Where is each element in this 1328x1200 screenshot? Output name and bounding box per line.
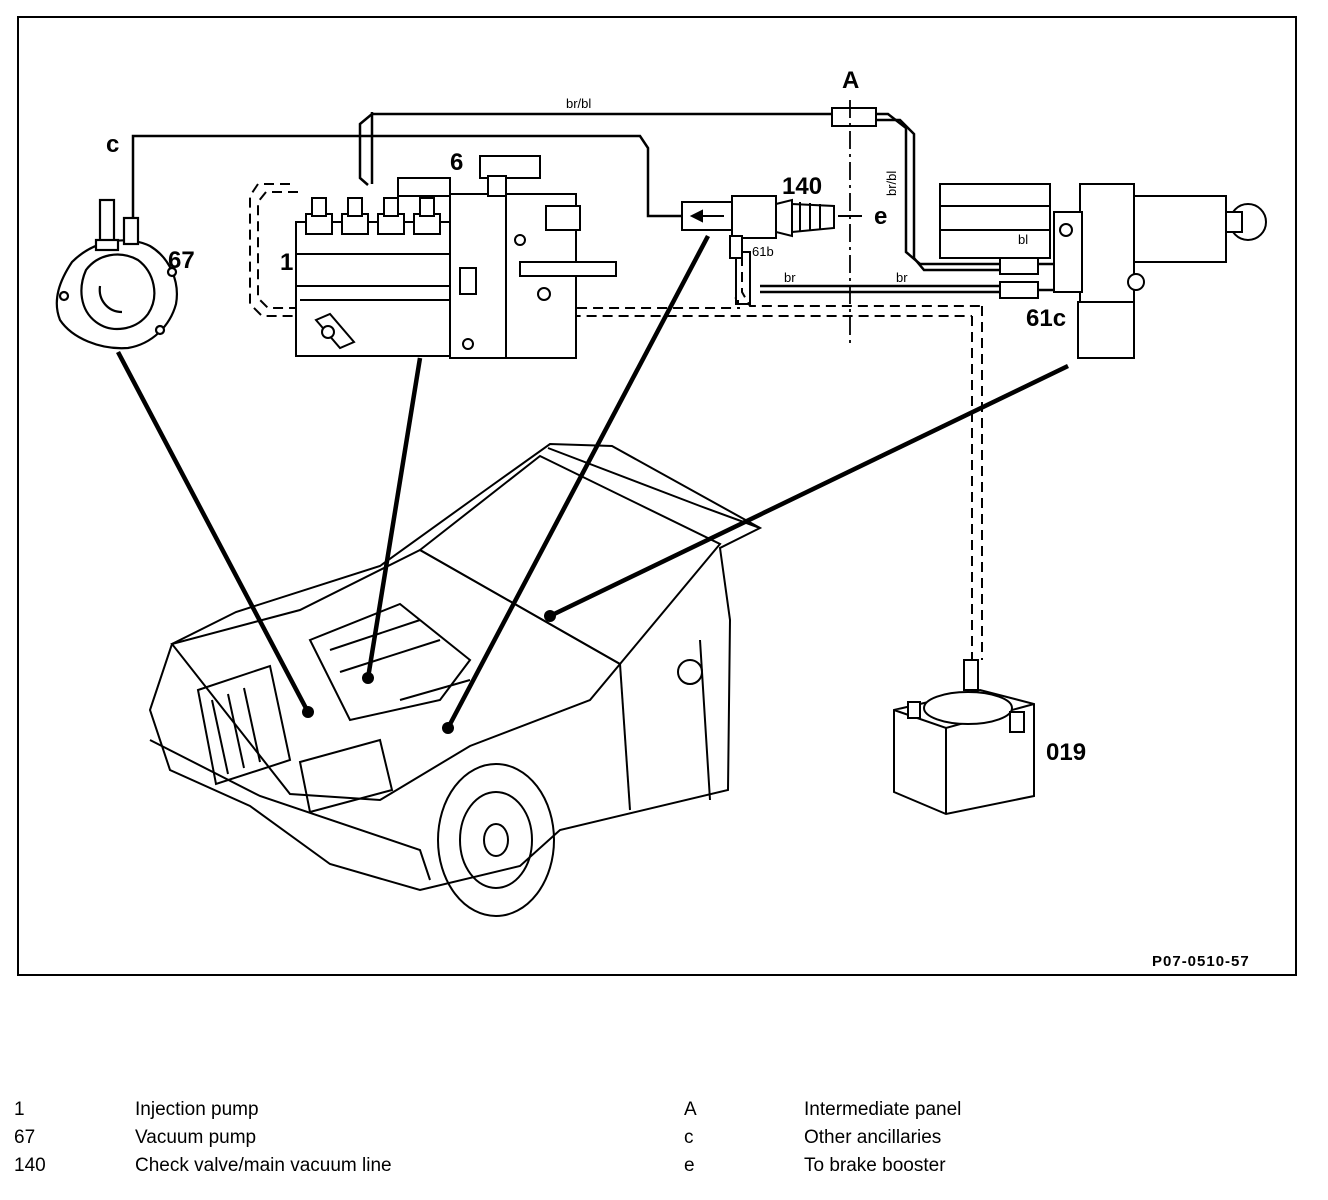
legend: 1 Injection pump A Intermediate panel 67…: [0, 1096, 1328, 1186]
legend-text: Intermediate panel: [804, 1099, 962, 1120]
label-1: 1: [280, 249, 293, 276]
label-67: 67: [168, 247, 195, 274]
check-valve-drawing: [681, 195, 835, 259]
leader-dots: [302, 610, 556, 734]
hose-connectors: [397, 107, 1039, 305]
label-A: A: [842, 67, 859, 94]
label-6: 6: [450, 149, 463, 176]
line-label-br-right: br: [896, 270, 908, 285]
car-drawing: [148, 442, 763, 917]
line-label-br-bl-vertical: br/bl: [884, 171, 899, 196]
legend-key: 1: [14, 1099, 25, 1120]
label-61b: 61b: [752, 244, 774, 259]
line-label-bl: bl: [1018, 232, 1028, 247]
legend-text: Other ancillaries: [804, 1127, 942, 1148]
legend-key: c: [684, 1127, 694, 1148]
vacuum-pump-drawing: [55, 198, 178, 350]
vacuum-system-diagram: A c e 1 6 67 140 61b 61c 019 br/bl br/bl…: [55, 67, 1267, 970]
label-019: 019: [1046, 739, 1086, 766]
diagram-frame: [17, 16, 1297, 976]
brake-booster-drawing: [939, 183, 1267, 359]
leader-lines: [116, 234, 1069, 730]
legend-text: Check valve/main vacuum line: [135, 1155, 392, 1176]
legend-key: e: [684, 1155, 695, 1176]
label-61c: 61c: [1026, 305, 1066, 332]
legend-text: To brake booster: [804, 1155, 946, 1176]
vacuum-tester-drawing: [893, 659, 1035, 816]
line-label-br-left: br: [784, 270, 796, 285]
vacuum-lines: [131, 112, 1060, 294]
label-140: 140: [782, 173, 822, 200]
legend-key: 140: [14, 1155, 46, 1176]
injection-pump-drawing: [295, 155, 617, 359]
legend-key: 67: [14, 1127, 36, 1148]
figure-id: P07-0510-57: [1152, 953, 1250, 970]
legend-text: Vacuum pump: [135, 1127, 257, 1148]
line-label-br-bl-top: br/bl: [566, 96, 591, 111]
label-c: c: [106, 131, 119, 158]
legend-key: A: [684, 1099, 697, 1120]
legend-text: Injection pump: [135, 1099, 259, 1120]
label-e: e: [874, 203, 887, 230]
